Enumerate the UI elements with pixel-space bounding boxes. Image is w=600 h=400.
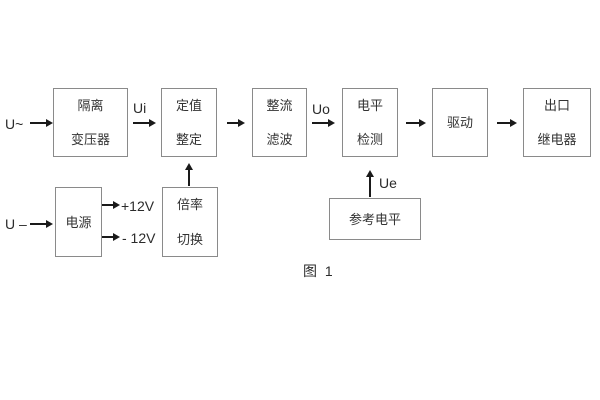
block-label-line: 电平 [356, 98, 383, 113]
block-isolation-transformer: 隔离 变压器 [53, 88, 128, 157]
arrow-ui [133, 122, 149, 124]
arrow-setting-to-rectifier [227, 122, 238, 124]
label-plus-12v: +12V [121, 198, 155, 214]
block-drive: 驱动 [432, 88, 488, 157]
block-label-line: 驱动 [446, 115, 473, 130]
label-minus-12v: - 12V [122, 230, 156, 246]
arrow-ac-input [30, 122, 46, 124]
block-label-line: 电源 [65, 214, 92, 230]
arrow-uo [312, 122, 328, 124]
label-ui: Ui [133, 100, 147, 116]
figure-caption: 图 1 [303, 263, 335, 279]
block-label-line: 倍率 [176, 197, 203, 212]
arrow-minus-12v [102, 236, 113, 238]
block-ratio-switch: 倍率 切换 [162, 187, 218, 257]
block-label-line: 参考电平 [348, 211, 401, 227]
block-label-line: 滤波 [266, 132, 293, 147]
arrow-ue-to-level [369, 177, 371, 197]
block-output-relay: 出口 继电器 [523, 88, 591, 157]
block-label-line: 定值 [175, 98, 202, 113]
label-dc-input: U – [5, 216, 27, 232]
block-label-line: 出口 [543, 98, 570, 113]
arrow-ratio-to-setting [188, 170, 190, 186]
arrow-level-to-drive [406, 122, 419, 124]
block-label-line: 检测 [356, 132, 383, 147]
label-ue: Ue [379, 175, 397, 191]
block-label-line: 隔离 [77, 98, 104, 113]
block-power-supply: 电源 [55, 187, 102, 257]
block-label-line: 整流 [266, 98, 293, 113]
block-label-line: 变压器 [70, 132, 110, 147]
block-label-line: 整定 [175, 132, 202, 147]
arrow-drive-to-relay [497, 122, 510, 124]
block-label-line: 切换 [176, 232, 203, 247]
arrow-plus-12v [102, 204, 113, 206]
block-label-line: 继电器 [537, 132, 577, 147]
arrow-dc-input [30, 223, 46, 225]
block-rectify-filter: 整流 滤波 [252, 88, 307, 157]
label-ac-input: U~ [5, 116, 24, 132]
label-uo: Uo [312, 101, 330, 117]
block-reference-level: 参考电平 [329, 198, 421, 240]
block-setting-adjust: 定值 整定 [161, 88, 217, 157]
block-level-detect: 电平 检测 [342, 88, 398, 157]
